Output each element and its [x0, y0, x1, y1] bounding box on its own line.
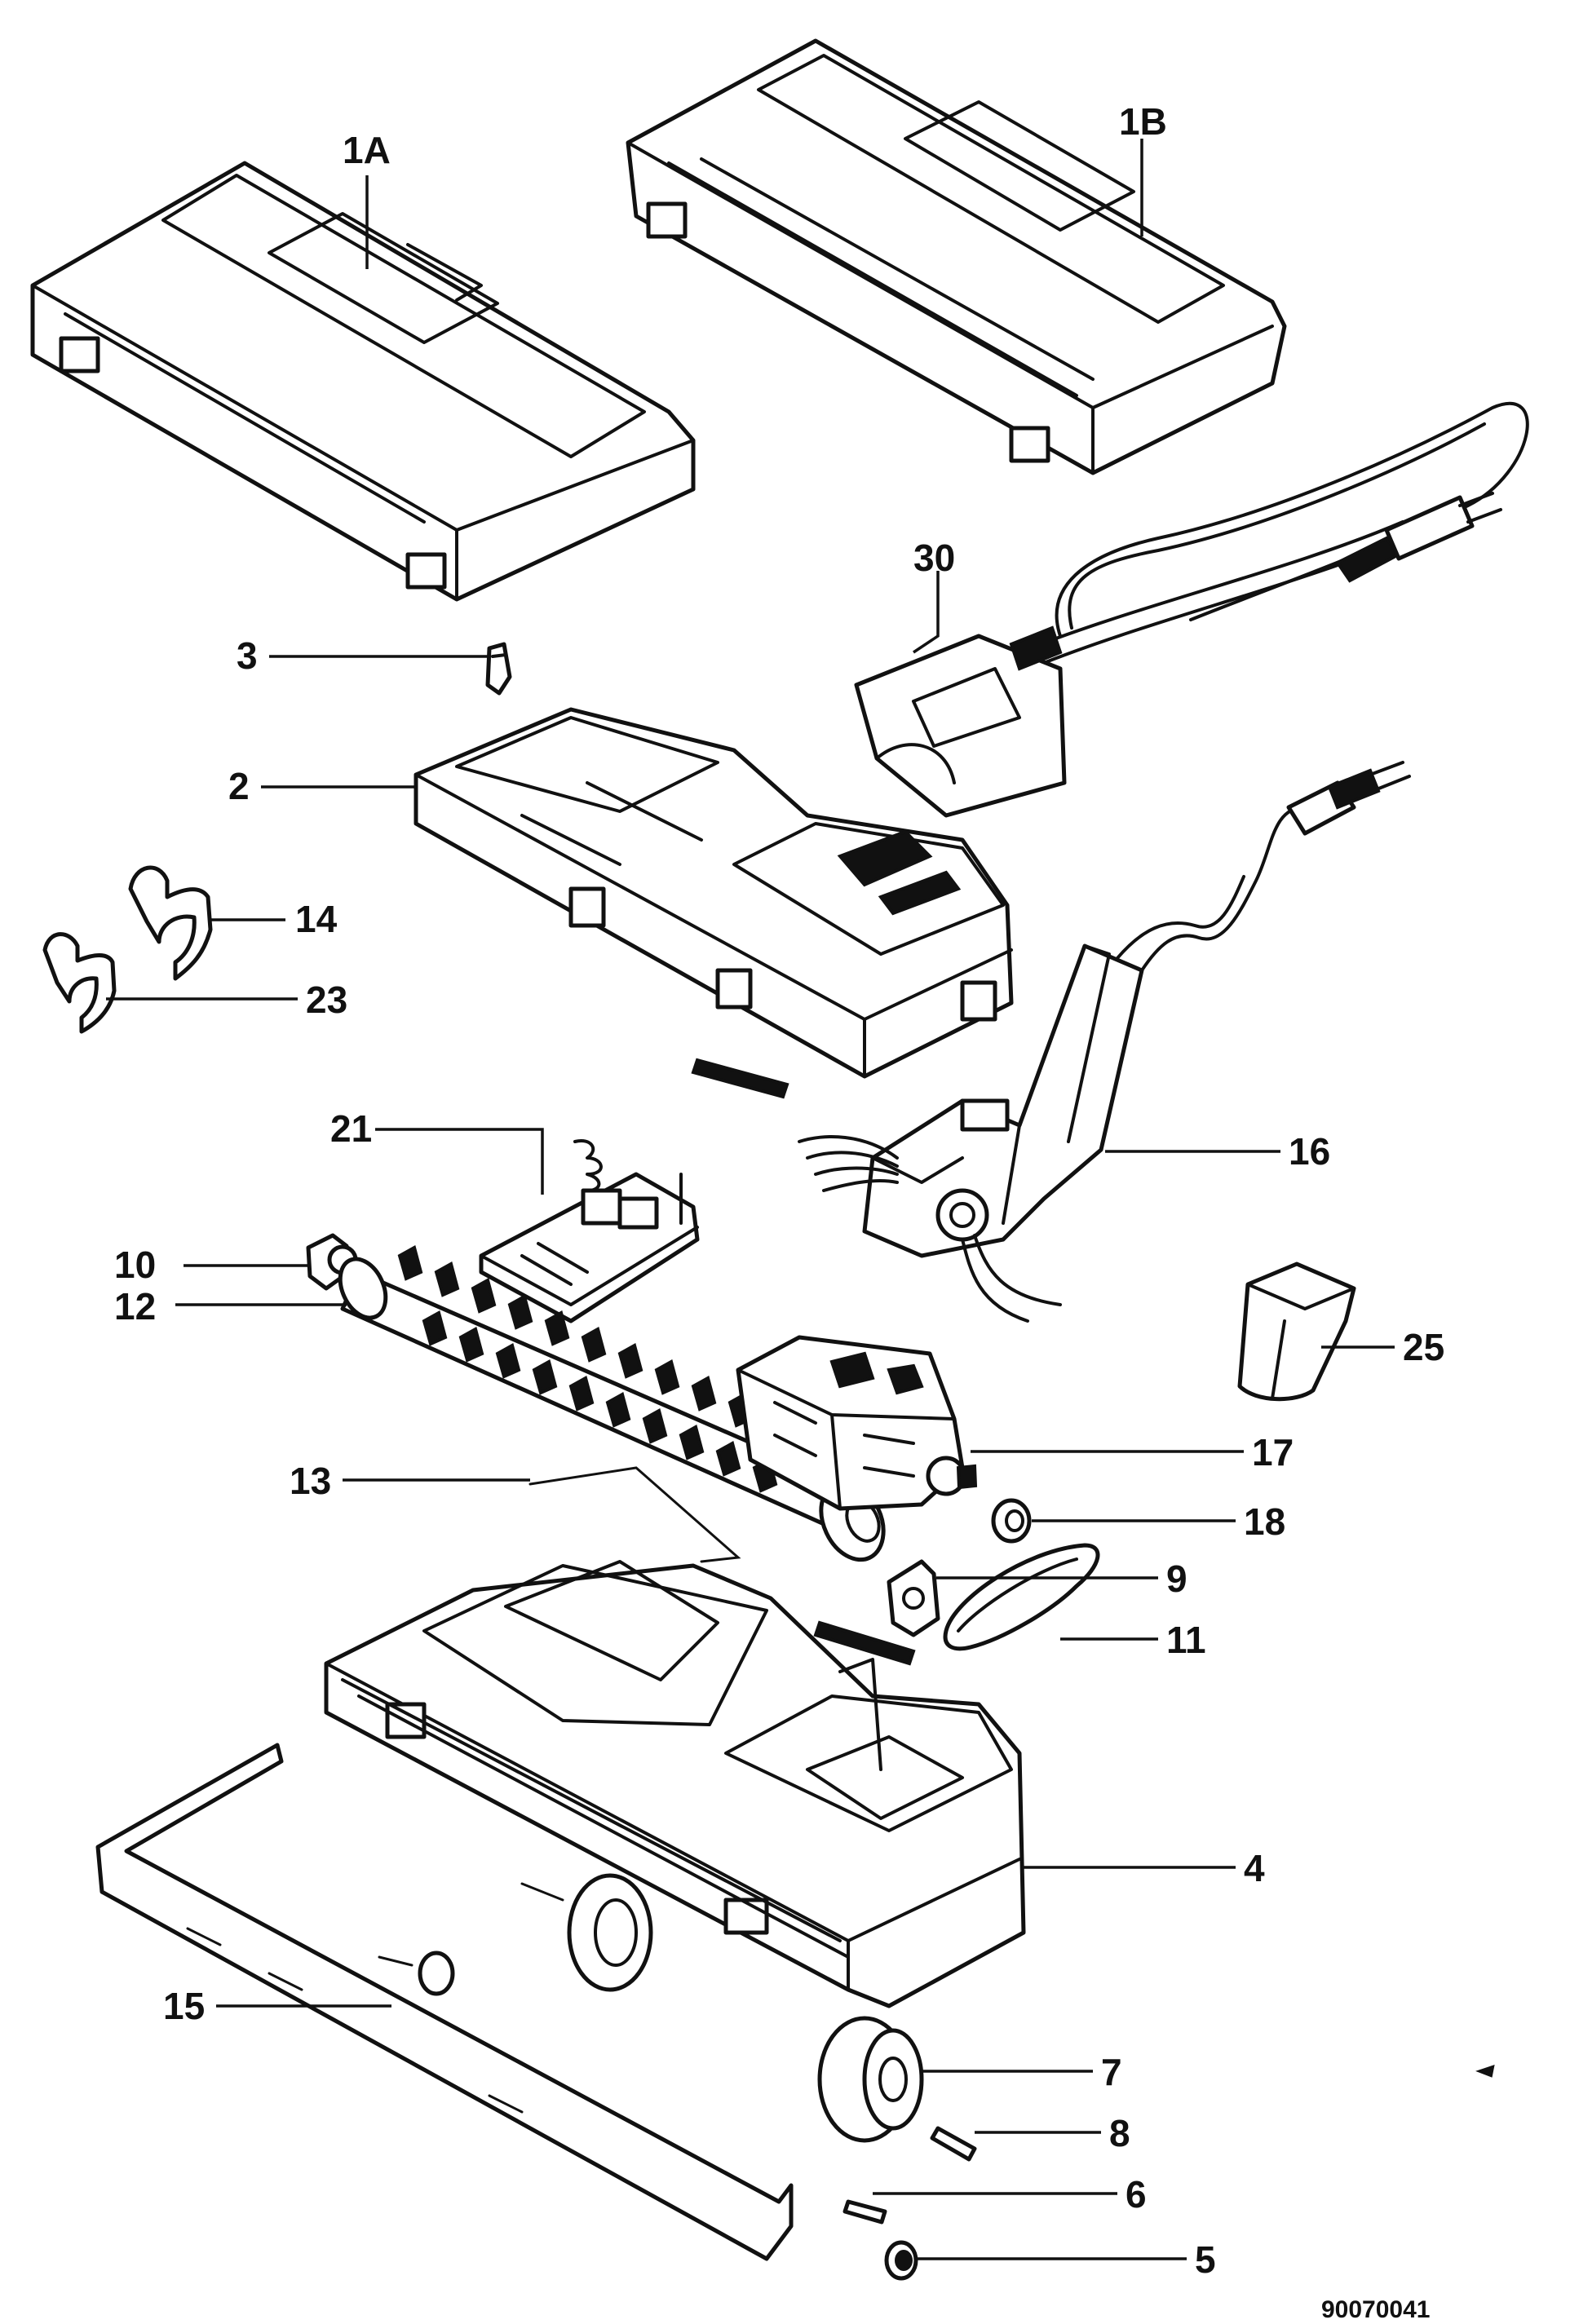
callout-14: 14 [295, 898, 338, 940]
part-15-bumper-strip [95, 1743, 794, 2261]
wheel-rear [378, 1873, 653, 1996]
callout-23: 23 [306, 979, 347, 1021]
callout-10: 10 [114, 1244, 156, 1286]
part-5-nut [884, 2240, 918, 2281]
part-6-pin [842, 2199, 887, 2225]
callout-6: 6 [1126, 2173, 1147, 2216]
document-number: 90070041 [1321, 2296, 1430, 2323]
callout-2: 2 [228, 765, 250, 807]
part-11-drive-belt [943, 1543, 1100, 1651]
part-8-axle-pin [930, 2126, 977, 2162]
part-30-power-cord [854, 401, 1529, 818]
callout-4: 4 [1244, 1847, 1265, 1889]
part-21-circuit-board [479, 1139, 700, 1323]
callout-15: 15 [163, 1985, 205, 2027]
part-9-bracket [887, 1559, 940, 1637]
leader-lines [106, 139, 1395, 2260]
callout-1b: 1B [1119, 100, 1167, 143]
part-18-pulley [991, 1498, 1032, 1544]
part-13-wire [528, 1466, 741, 1563]
part-25-bushing [1237, 1261, 1356, 1402]
callout-17: 17 [1252, 1431, 1294, 1473]
part-2-upper-housing [414, 707, 1014, 1079]
callout-11: 11 [1166, 1619, 1206, 1661]
callout-16: 16 [1289, 1130, 1330, 1173]
callout-5: 5 [1195, 2238, 1216, 2281]
callout-21: 21 [330, 1107, 372, 1150]
rod-belt-area [813, 1620, 916, 1666]
callout-8: 8 [1109, 2112, 1130, 2154]
part-1b-hood-cover [626, 38, 1287, 475]
callout-1a: 1A [343, 129, 391, 171]
part-4-base-chassis [324, 1560, 1026, 2008]
callout-12: 12 [114, 1285, 156, 1328]
part-1a-hood-cover [30, 161, 696, 602]
callout-13: 13 [290, 1460, 331, 1502]
callout-labels: 1A 1B 30 3 2 14 23 21 16 10 12 25 17 13 … [114, 100, 1444, 2323]
callout-9: 9 [1166, 1557, 1187, 1600]
callout-25: 25 [1403, 1326, 1444, 1368]
part-3-clip [485, 642, 512, 696]
callout-30: 30 [913, 537, 955, 579]
callout-7: 7 [1101, 2051, 1122, 2093]
stray-mark [1475, 2065, 1495, 2078]
rod-small [691, 1058, 789, 1099]
callout-3: 3 [237, 634, 258, 677]
part-16-cord-handle-assembly [798, 761, 1411, 1323]
callout-18: 18 [1244, 1500, 1285, 1543]
part-17-motor [736, 1335, 978, 1511]
part-7-wheel [817, 2016, 924, 2143]
part-14-clip [128, 865, 213, 981]
part-23-clip [42, 932, 117, 1034]
